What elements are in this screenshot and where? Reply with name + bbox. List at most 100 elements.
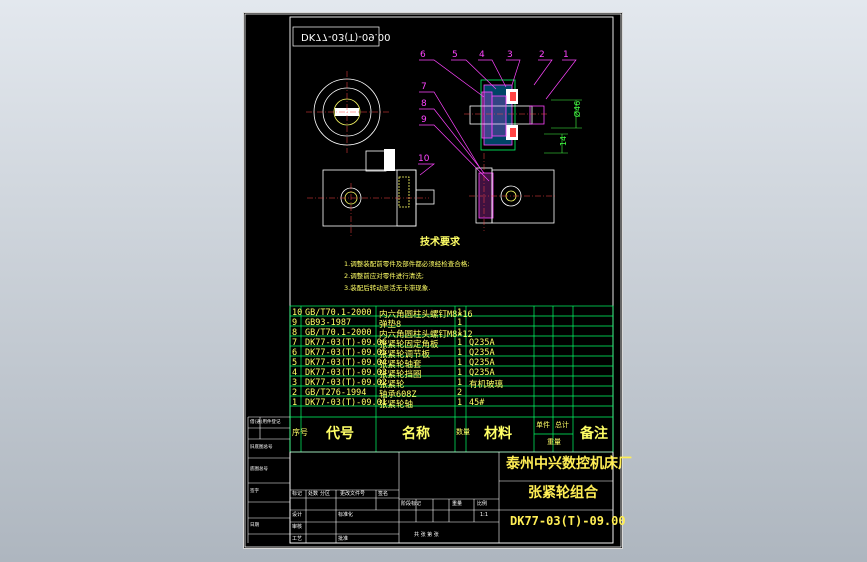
title-block-grid <box>289 451 614 544</box>
balloon-8: 8 <box>421 99 427 109</box>
bom-row-no: 7 <box>292 338 298 348</box>
balloon-4: 4 <box>479 50 485 60</box>
bom-header-weight: 重量 <box>547 438 561 446</box>
bom-row-mat: 有机玻璃 <box>469 380 504 390</box>
bom-row-code: DK77-03(T)-09.04 <box>305 358 387 368</box>
bom-row-name: 张紧轮挡圈 <box>379 370 422 380</box>
drawing-name: 张紧轮组合 <box>528 485 598 501</box>
bom-row-mat: Q235A <box>469 368 495 378</box>
bom-row-name: 内六角圆柱头螺钉M8×12 <box>379 330 473 340</box>
bom-header-unit: 单件 <box>536 421 550 429</box>
tech-req-line-3: 3.装配后转动灵活无卡滞现象. <box>344 284 431 292</box>
bom-row-qty: 1 <box>457 338 463 348</box>
bom-row-qty: 1 <box>457 368 463 378</box>
left-view <box>306 71 435 238</box>
bom-row-code: GB/T70.1-2000 <box>305 308 372 318</box>
bom-row-qty: 1 <box>457 358 463 368</box>
bom-row-no: 10 <box>292 308 303 318</box>
bom-row-name: 张紧轮轴 <box>379 400 414 410</box>
tb-label-process: 工艺 <box>292 536 303 542</box>
tb-label-scale: 比例 <box>477 501 488 507</box>
bom-row-qty: 1 <box>457 378 463 388</box>
code-box <box>292 26 380 47</box>
bom-row-no: 1 <box>292 398 298 408</box>
leader-lines <box>418 59 577 182</box>
bom-row-name: 张紧轮轴套 <box>379 360 422 370</box>
tb-label-stage: 阶段标记 <box>401 501 422 507</box>
strip-reg: 借(通)用件登记 <box>250 420 281 425</box>
tb-label-design: 设计 <box>292 512 303 518</box>
tb-label-zone: 分区 <box>320 491 331 497</box>
bom-row-name: 内六角圆柱头螺钉M8×16 <box>379 310 473 320</box>
bom-row-name: 弹垫8 <box>379 320 402 330</box>
bom-row-mat: Q235A <box>469 348 495 358</box>
drawing-number: DK77-03(T)-09.00 <box>510 514 626 528</box>
tech-req-title: 技术要求 <box>420 237 460 248</box>
bom-table <box>289 305 614 453</box>
balloon-10: 10 <box>418 154 430 164</box>
tb-label-check: 审核 <box>292 524 303 530</box>
bom-row-code: DK77-03(T)-09.03 <box>305 368 387 378</box>
right-view <box>464 79 556 231</box>
balloon-9: 9 <box>421 115 427 125</box>
strip-date: 日期 <box>250 523 259 528</box>
tb-label-doc-no: 更改文件号 <box>340 491 366 497</box>
bom-row-qty: 2 <box>457 388 463 398</box>
balloon-5: 5 <box>452 50 458 60</box>
bom-row-mat: Q235A <box>469 338 495 348</box>
bom-header-name: 名称 <box>402 426 430 442</box>
drawing-sheet: DK77-03(T)-09.00 6 5 4 3 2 1 7 8 9 10 Ø4… <box>243 12 632 549</box>
dimension-width: 14 <box>559 135 569 147</box>
bom-header-material: 材料 <box>484 426 512 442</box>
bom-row-code: GB/T70.1-2000 <box>305 328 372 338</box>
bom-row-no: 5 <box>292 358 298 368</box>
bom-row-no: 6 <box>292 348 298 358</box>
dimension-diameter: Ø46 <box>573 100 583 118</box>
bom-row-name: 张紧轮 <box>379 380 405 390</box>
balloon-7: 7 <box>421 82 427 92</box>
bom-row-code: DK77-03(T)-09.05 <box>305 348 387 358</box>
balloon-6: 6 <box>420 50 426 60</box>
tb-scale-value: 1:1 <box>480 512 489 518</box>
bom-row-name: 张紧轮固定角板 <box>379 340 439 350</box>
outer-border <box>244 13 622 548</box>
drawing-geometry <box>244 13 622 548</box>
bom-row-no: 2 <box>292 388 298 398</box>
mirrored-code: DK77-03(T)-09.00 <box>301 31 391 42</box>
dimensions <box>544 99 582 154</box>
bom-header-note: 备注 <box>580 426 608 442</box>
tech-req-line-1: 1.调整装配前零件及部件都必须经检查合格; <box>344 260 470 268</box>
left-strip-grid <box>247 416 290 543</box>
bom-header-code: 代号 <box>326 426 354 442</box>
balloon-1: 1 <box>563 50 569 60</box>
bom-row-no: 3 <box>292 378 298 388</box>
bom-row-mat: Q235A <box>469 358 495 368</box>
strip-sign: 签字 <box>250 489 259 494</box>
tb-label-count: 处数 <box>308 491 319 497</box>
tb-label-approve: 批准 <box>338 536 349 542</box>
bom-row-no: 9 <box>292 318 298 328</box>
company-name: 泰州中兴数控机床厂 <box>506 456 632 472</box>
bom-row-mat: 45# <box>469 398 485 408</box>
bom-row-code: DK77-03(T)-09.01 <box>305 398 387 408</box>
tb-label-sign: 签名 <box>378 491 389 497</box>
bom-row-no: 8 <box>292 328 298 338</box>
bom-row-qty: 1 <box>457 398 463 408</box>
balloon-2: 2 <box>539 50 545 60</box>
bom-row-code: GB/T276-1994 <box>305 388 367 398</box>
bom-row-no: 4 <box>292 368 298 378</box>
bom-row-name: 张紧轮调节板 <box>379 350 431 360</box>
tech-req-line-2: 2.调整前应对零件进行清洗; <box>344 272 424 280</box>
tb-label-std: 标准化 <box>338 512 354 518</box>
balloon-3: 3 <box>507 50 513 60</box>
bom-row-code: DK77-03(T)-09.02 <box>305 378 387 388</box>
bom-row-code: DK77-03(T)-09.06 <box>305 338 387 348</box>
bom-row-qty: 1 <box>457 308 463 318</box>
tb-label-weight: 重量 <box>452 501 463 507</box>
bom-row-qty: 1 <box>457 348 463 358</box>
bom-header-total: 总计 <box>555 421 569 429</box>
bom-header-qty: 数量 <box>456 428 470 436</box>
bom-row-code: GB93-1987 <box>305 318 352 328</box>
bom-header-no: 序号 <box>292 428 308 437</box>
strip-base-no: 底图总号 <box>250 467 268 472</box>
